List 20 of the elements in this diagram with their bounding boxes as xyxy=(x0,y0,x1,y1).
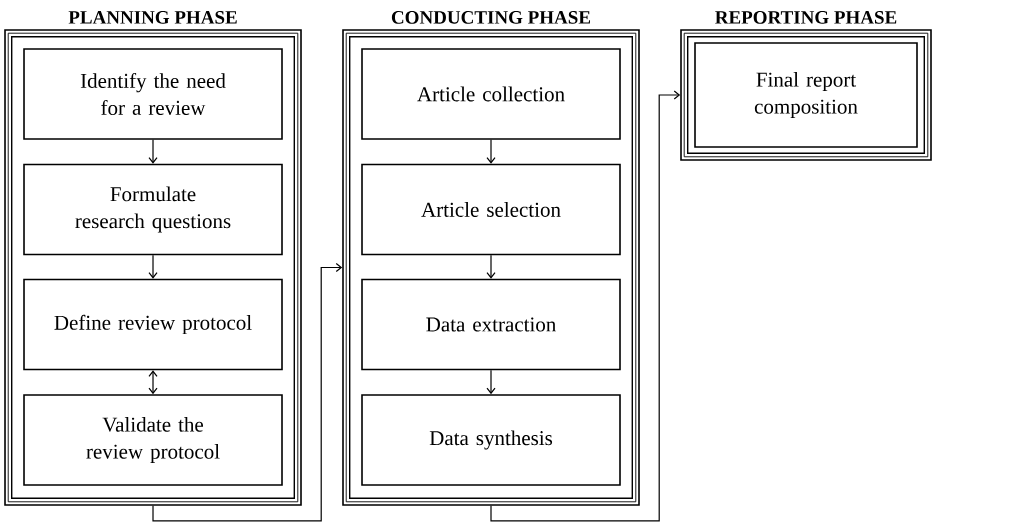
arrow xyxy=(148,139,158,164)
process-box: Data synthesis xyxy=(361,394,621,486)
arrow xyxy=(148,254,158,279)
process-box: Article selection xyxy=(361,163,621,256)
arrow xyxy=(152,262,343,522)
arrow xyxy=(486,369,496,395)
process-box: Data extraction xyxy=(361,278,621,371)
phase-heading: CONDUCTING PHASE xyxy=(391,11,591,24)
process-box: Define review protocol xyxy=(23,278,283,371)
phase-heading: PLANNING PHASE xyxy=(68,11,237,24)
arrow xyxy=(490,90,681,522)
arrow xyxy=(486,254,496,279)
phase-heading: REPORTING PHASE xyxy=(715,11,897,24)
arrow xyxy=(486,139,496,164)
process-box: Final report composition xyxy=(694,42,918,148)
process-box: Identify the need for a review xyxy=(23,48,283,140)
arrow xyxy=(148,370,158,395)
process-box: Validate the review protocol xyxy=(23,394,283,486)
process-box: Article collection xyxy=(361,48,621,140)
process-box: Formulate research questions xyxy=(23,163,283,256)
